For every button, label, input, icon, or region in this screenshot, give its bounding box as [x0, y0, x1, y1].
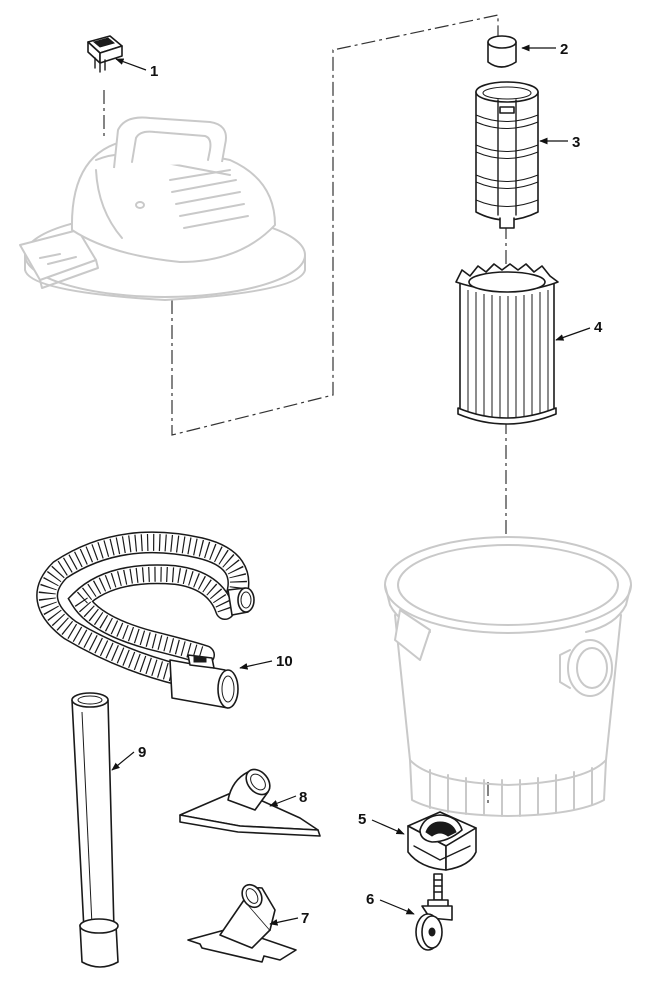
part-9-extension-wand[interactable]: 9 — [71, 692, 146, 968]
collection-drum-ghost — [384, 536, 632, 817]
part-8-utility-nozzle[interactable]: 8 — [179, 765, 321, 837]
callout-2: 2 — [560, 41, 568, 58]
part-4-pleated-filter[interactable]: 4 — [455, 263, 603, 425]
motor-head-ghost — [19, 116, 306, 301]
part-1-switch[interactable]: 1 — [87, 35, 158, 80]
part-2-float[interactable]: 2 — [487, 35, 568, 68]
part-7-car-nozzle[interactable]: 7 — [187, 881, 309, 963]
callout-7: 7 — [301, 910, 309, 927]
callout-9: 9 — [138, 744, 146, 761]
part-5-caster-foot[interactable]: 5 — [358, 811, 477, 871]
part-6-caster-wheel[interactable]: 6 — [366, 873, 453, 951]
part-3-filter-cage[interactable]: 3 — [475, 81, 580, 229]
callout-3: 3 — [572, 134, 580, 151]
part-10-hose[interactable]: 10 — [36, 531, 293, 709]
assembly-lines — [103, 14, 507, 805]
callout-5: 5 — [358, 811, 366, 828]
callout-6: 6 — [366, 891, 374, 908]
callout-4: 4 — [594, 319, 603, 336]
callout-10: 10 — [276, 653, 293, 670]
callout-8: 8 — [299, 789, 307, 806]
callout-1: 1 — [150, 63, 158, 80]
